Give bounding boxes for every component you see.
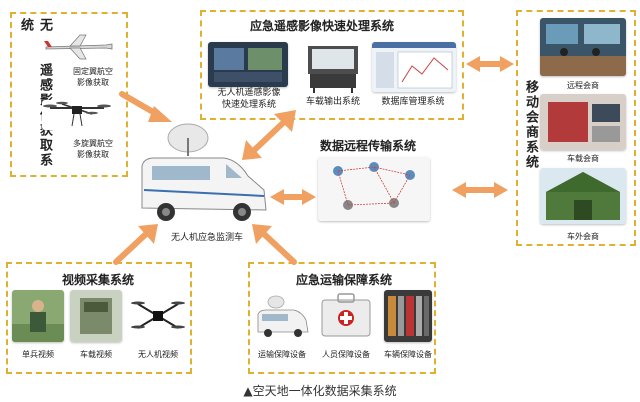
transport-equipment-image — [254, 290, 310, 340]
vehicle-output-label: 车载输出系统 — [305, 97, 360, 107]
outdoor-consultation-label: 车外会商 — [567, 232, 599, 241]
vehicle-consultation-label: 车载会商 — [567, 154, 599, 163]
database-management-image — [372, 42, 456, 92]
mobile-consultation-title: 移动会商系统 — [523, 80, 538, 170]
fixed-wing-label: 固定翼航空 影像获取 — [73, 67, 113, 87]
vehicle-consultation-image — [540, 94, 626, 150]
uav-video-label: 无人机视频 — [138, 350, 178, 359]
monitoring-vehicle-image — [141, 123, 267, 221]
personnel-equipment-label: 人员保障设备 — [322, 350, 370, 359]
uav-video-image — [130, 290, 186, 342]
video-system-title: 视频采集系统 — [62, 273, 135, 287]
outdoor-consultation-image — [540, 168, 626, 224]
vehicle-video-image — [70, 290, 122, 342]
single-soldier-video-label: 单兵视频 — [22, 350, 54, 359]
processing-system-title: 应急遥感影像快速处理系统 — [250, 19, 395, 33]
multi-rotor-uav-image — [42, 100, 112, 130]
processing-software-image — [208, 42, 288, 87]
support-system-title: 应急运输保障系统 — [296, 273, 393, 287]
arrow-support-to-vehicle — [252, 224, 297, 265]
monitoring-vehicle-label: 无人机应急监测车 — [170, 233, 243, 243]
personnel-equipment-image — [316, 290, 376, 342]
arrow-uav-to-vehicle — [119, 91, 172, 122]
vehicle-video-label: 车载视频 — [80, 350, 112, 359]
arrow-transmission-to-mobile — [452, 182, 508, 198]
vehicle-output-image — [302, 40, 364, 94]
fixed-wing-uav-image — [40, 32, 118, 62]
arrow-video-to-vehicle — [113, 224, 158, 265]
transport-equipment-label: 运输保障设备 — [258, 350, 306, 359]
transmission-title: 数据远程传输系统 — [320, 139, 417, 153]
remote-consultation-label: 远程会商 — [567, 81, 599, 90]
database-management-label: 数据库管理系统 — [381, 97, 445, 107]
vehicle-support-equipment-label: 车辆保障设备 — [384, 350, 432, 359]
vehicle-support-equipment-image — [384, 290, 432, 342]
arrow-vehicle-to-transmission — [270, 189, 316, 205]
processing-software-label: 无人机遥感影像 快速处理系统 — [217, 88, 281, 110]
figure-caption: ▲空天地一体化数据采集系统 — [243, 384, 397, 398]
transmission-network-image — [318, 157, 430, 221]
arrow-vehicle-to-processing — [242, 110, 296, 160]
single-soldier-video-image — [12, 290, 64, 342]
arrow-processing-to-mobile — [466, 56, 514, 72]
remote-consultation-image — [540, 18, 626, 76]
multi-rotor-label: 多旋翼航空 影像获取 — [73, 139, 113, 159]
